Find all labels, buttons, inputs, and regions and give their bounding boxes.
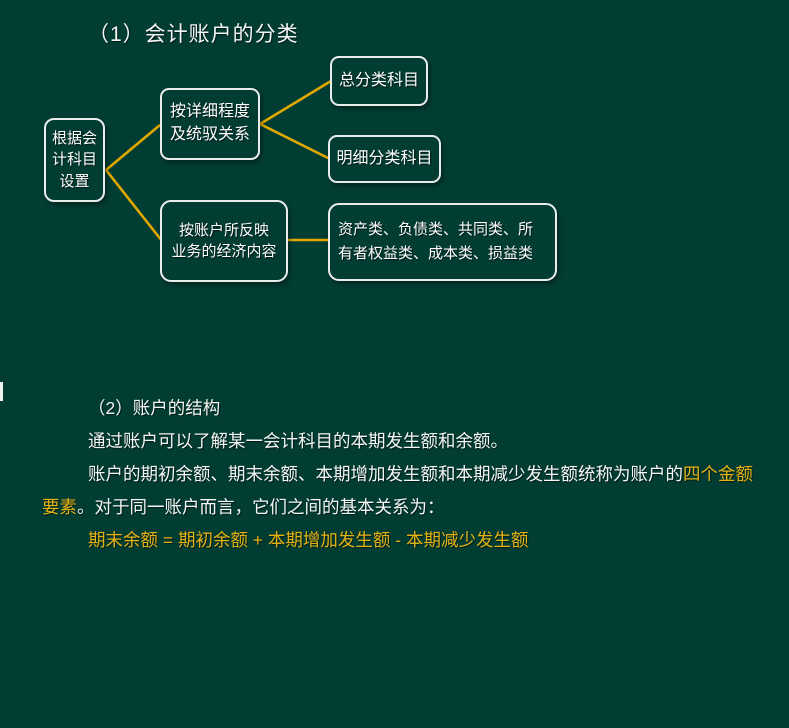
section-two-title: （2）账户的结构 <box>88 398 221 418</box>
paragraph-account-structure: 通过账户可以了解某一会计科目的本期发生额和余额。 <box>88 431 508 451</box>
account-classification-diagram: 根据会 计科目 设置 按详细程度 及统驭关系 总分类科目 明细分类科目 按账户所… <box>0 0 789 320</box>
paragraph-text-after: 。对于同一账户而言，它们之间的基本关系为： <box>77 497 445 517</box>
section-two-body: （2）账户的结构 通过账户可以了解某一会计科目的本期发生额和余额。 账户的期初余… <box>42 392 762 557</box>
diagram-connector-lines <box>104 79 332 242</box>
paragraph-text-before: 账户的期初余额、期末余额、本期增加发生额和本期减少发生额统称为账户的 <box>88 464 683 484</box>
node-line: 计科目 <box>51 151 97 169</box>
diagram-node-subsidiary-account: 明细分类科目 <box>328 135 441 183</box>
node-line: 业务的经济内容 <box>171 243 277 260</box>
diagram-node-account-categories: 资产类、负债类、共同类、所 有者权益类、成本类、损益类 <box>328 203 557 281</box>
diagram-node-by-economic-content: 按账户所反映 业务的经济内容 <box>160 200 288 282</box>
node-line: 根据会 <box>51 130 97 148</box>
diagram-node-by-detail-level: 按详细程度 及统驭关系 <box>160 88 260 160</box>
node-line: 明细分类科目 <box>336 149 433 167</box>
node-line: 资产类、负债类、共同类、所 <box>338 220 534 238</box>
node-line: 总分类科目 <box>338 71 419 89</box>
diagram-node-general-ledger-account: 总分类科目 <box>330 56 428 106</box>
highlight-four-amount-elements: 四个金额要素 <box>42 464 753 517</box>
node-line: 有者权益类、成本类、损益类 <box>338 245 534 262</box>
section-one-title: （1）会计账户的分类 <box>88 23 299 46</box>
formula-ending-balance: 期末余额 = 期初余额 + 本期增加发生额 - 本期减少发生额 <box>88 530 529 550</box>
diagram-node-root: 根据会 计科目 设置 <box>44 118 105 202</box>
node-line: 按账户所反映 <box>178 221 269 239</box>
paragraph-four-amount-elements: 账户的期初余额、期末余额、本期增加发生额和本期减少发生额统称为账户的四个金额要素… <box>42 458 762 524</box>
left-edge-marker <box>0 382 3 401</box>
node-line: 设置 <box>59 172 90 190</box>
node-line: 及统驭关系 <box>169 126 250 143</box>
node-line: 按详细程度 <box>169 103 250 121</box>
